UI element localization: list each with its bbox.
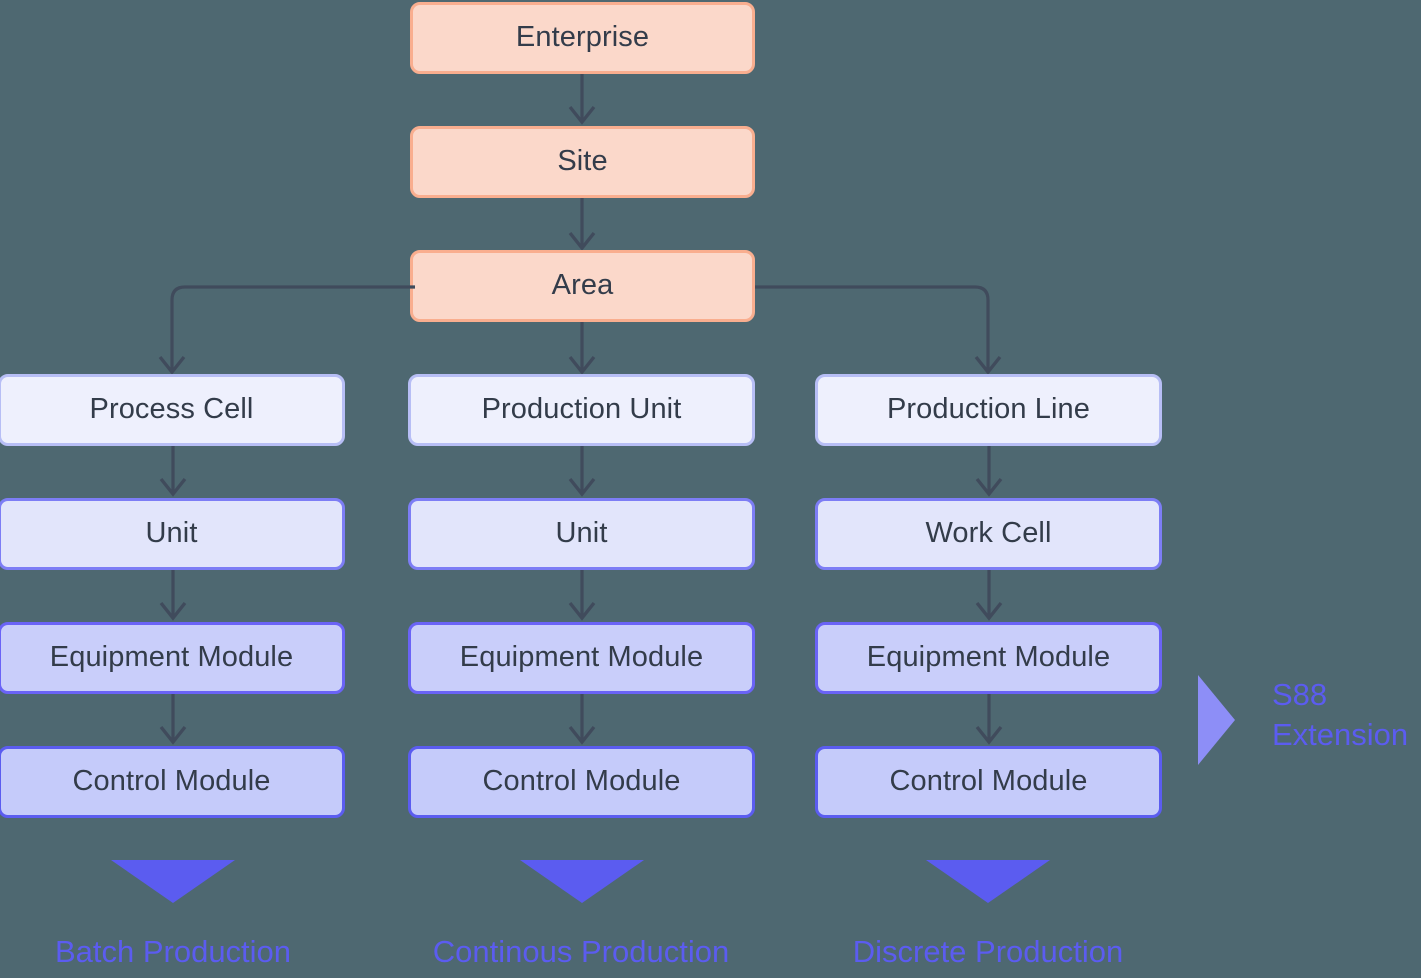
- node-label: Process Cell: [89, 393, 254, 426]
- node-label: Enterprise: [515, 21, 650, 54]
- s88-extension-arrow-icon: [1198, 675, 1235, 765]
- connector-col3-r2-r3: [975, 570, 1003, 621]
- node-label: Site: [557, 145, 608, 178]
- node-production-unit[interactable]: Production Unit: [408, 374, 755, 446]
- node-site[interactable]: Site: [410, 126, 755, 198]
- node-batch-control-module[interactable]: Control Module: [0, 746, 345, 818]
- connector-col3-r1-r2: [975, 446, 1003, 497]
- s88-extension-label: S88 Extension: [1272, 675, 1408, 754]
- s88-extension-line1: S88: [1272, 677, 1328, 712]
- node-continuous-unit[interactable]: Unit: [408, 498, 755, 570]
- s88-extension-line2: Extension: [1272, 716, 1409, 752]
- connector-col1-r1-r2: [159, 446, 187, 497]
- connector-col1-r2-r3: [159, 570, 187, 621]
- outcome-arrow-discrete: [926, 860, 1050, 903]
- connector-area-to-process-cell: [158, 285, 415, 375]
- node-production-line[interactable]: Production Line: [815, 374, 1162, 446]
- outcome-arrow-continuous: [520, 860, 644, 903]
- node-label: Unit: [555, 517, 608, 550]
- node-continuous-equipment-module[interactable]: Equipment Module: [408, 622, 755, 694]
- connector-area-to-production-line: [755, 285, 1002, 375]
- node-label: Control Module: [889, 765, 1088, 798]
- node-batch-equipment-module[interactable]: Equipment Module: [0, 622, 345, 694]
- node-label: Area: [551, 269, 614, 302]
- node-label: Unit: [145, 517, 198, 550]
- node-label: Equipment Module: [459, 641, 704, 674]
- node-batch-unit[interactable]: Unit: [0, 498, 345, 570]
- node-label: Control Module: [72, 765, 271, 798]
- node-label: Production Line: [886, 393, 1091, 426]
- outcome-label-continuous: Continous Production: [432, 934, 730, 969]
- connector-enterprise-to-site: [568, 74, 596, 125]
- connector-area-to-production-unit: [568, 322, 596, 375]
- node-label: Control Module: [482, 765, 681, 798]
- connector-col2-r3-r4: [568, 694, 596, 745]
- node-continuous-control-module[interactable]: Control Module: [408, 746, 755, 818]
- node-enterprise[interactable]: Enterprise: [410, 2, 755, 74]
- node-area[interactable]: Area: [410, 250, 755, 322]
- node-process-cell[interactable]: Process Cell: [0, 374, 345, 446]
- outcome-arrow-batch: [111, 860, 235, 903]
- node-label: Equipment Module: [866, 641, 1111, 674]
- outcome-label-batch: Batch Production: [54, 934, 292, 969]
- node-label: Equipment Module: [49, 641, 294, 674]
- connector-col2-r2-r3: [568, 570, 596, 621]
- node-discrete-control-module[interactable]: Control Module: [815, 746, 1162, 818]
- connector-site-to-area: [568, 198, 596, 251]
- connector-col2-r1-r2: [568, 446, 596, 497]
- node-work-cell[interactable]: Work Cell: [815, 498, 1162, 570]
- node-discrete-equipment-module[interactable]: Equipment Module: [815, 622, 1162, 694]
- node-label: Production Unit: [481, 393, 682, 426]
- connector-col3-r3-r4: [975, 694, 1003, 745]
- outcome-label-discrete: Discrete Production: [852, 934, 1124, 969]
- node-label: Work Cell: [925, 517, 1052, 550]
- connector-col1-r3-r4: [159, 694, 187, 745]
